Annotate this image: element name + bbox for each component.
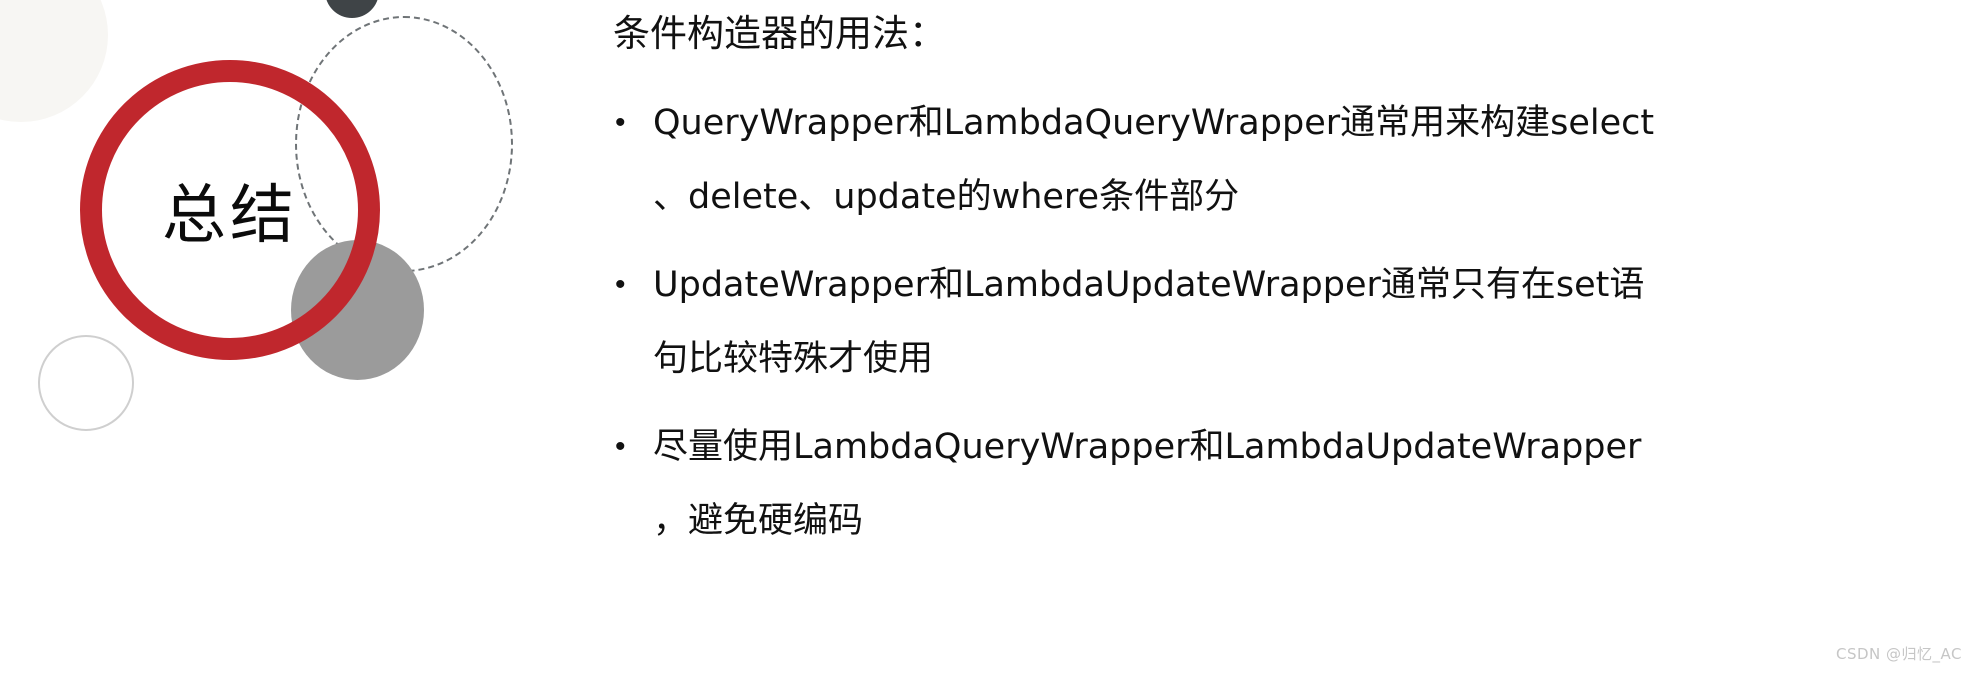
list-item-text: 尽量使用LambdaQueryWrapper和LambdaUpdateWrapp…: [653, 410, 1927, 558]
light-outline-ring-icon: [38, 335, 134, 431]
decorative-shape-cluster: 总结: [0, 0, 600, 674]
bullet-marker-icon: •: [615, 430, 626, 463]
summary-badge-label: 总结: [162, 179, 298, 253]
list-item-text: QueryWrapper和LambdaQueryWrapper通常用来构建sel…: [653, 86, 1927, 234]
bullet-marker-icon: •: [615, 106, 626, 139]
content-panel: 条件构造器的用法： • QueryWrapper和LambdaQueryWrap…: [607, 0, 1927, 674]
list-item-line: ，避免硬编码: [653, 501, 864, 541]
charcoal-dot-icon: [325, 0, 379, 18]
list-item: • 尽量使用LambdaQueryWrapper和LambdaUpdateWra…: [607, 410, 1927, 558]
list-item: • UpdateWrapper和LambdaUpdateWrapper通常只有在…: [607, 248, 1927, 396]
list-item-line: QueryWrapper和LambdaQueryWrapper通常用来构建sel…: [653, 103, 1655, 143]
bullet-marker-icon: •: [615, 268, 626, 301]
list-item-line: 句比较特殊才使用: [653, 339, 934, 379]
section-heading: 条件构造器的用法：: [613, 12, 946, 55]
bullet-list: • QueryWrapper和LambdaQueryWrapper通常用来构建s…: [607, 86, 1927, 572]
csdn-watermark: CSDN @归忆_AC: [1835, 645, 1962, 663]
list-item-line: 、delete、update的where条件部分: [653, 177, 1240, 217]
list-item-text: UpdateWrapper和LambdaUpdateWrapper通常只有在se…: [653, 248, 1927, 396]
list-item-line: UpdateWrapper和LambdaUpdateWrapper通常只有在se…: [653, 265, 1645, 305]
list-item: • QueryWrapper和LambdaQueryWrapper通常用来构建s…: [607, 86, 1927, 234]
list-item-line: 尽量使用LambdaQueryWrapper和LambdaUpdateWrapp…: [653, 427, 1642, 467]
